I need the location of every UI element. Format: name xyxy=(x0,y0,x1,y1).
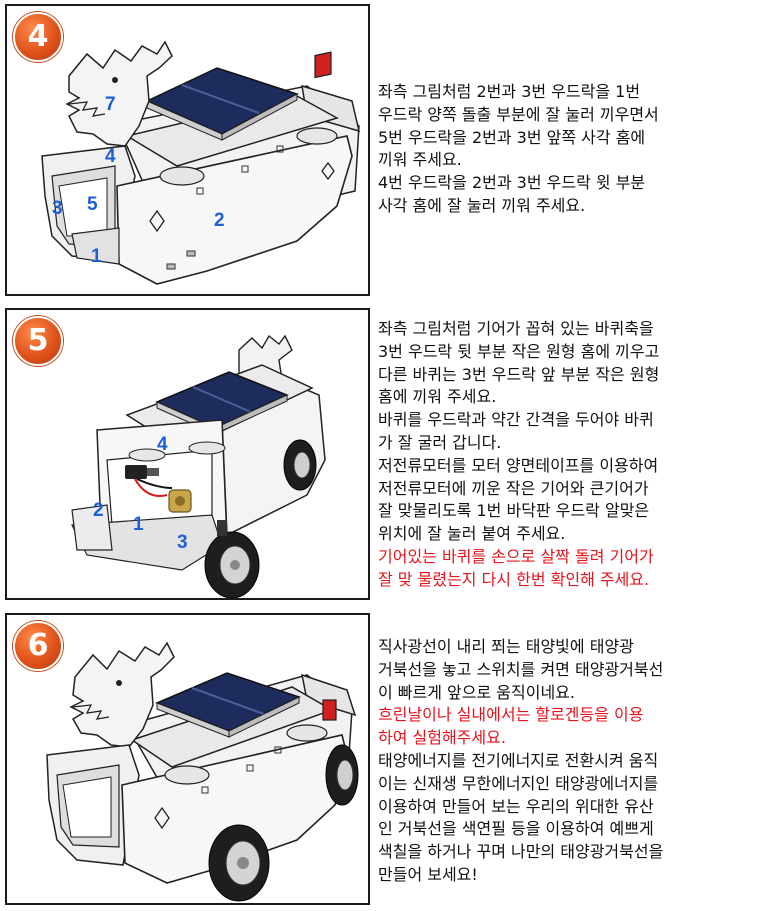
part-label-4: 4 xyxy=(105,146,116,167)
part-label-4: 4 xyxy=(157,434,168,455)
instruction-line: 사각 홈에 잘 눌러 끼워 주세요. xyxy=(378,195,586,215)
part-label-2: 2 xyxy=(214,210,225,231)
instruction-line: 색칠을 하거나 꾸며 나만의 태양광거북선을 xyxy=(378,842,664,862)
instruction-line: 위치에 잘 눌러 붙여 주세요. xyxy=(378,524,566,544)
instruction-line: 저전류모터에 끼운 작은 기어와 큰기어가 xyxy=(378,478,649,498)
warning-line: 기어있는 바퀴를 손으로 살짝 돌려 기어가 xyxy=(378,546,654,566)
step-number-badge: 4 xyxy=(13,12,63,62)
instruction-line: 좌측 그림처럼 기어가 꼽혀 있는 바퀴축을 xyxy=(378,319,654,338)
step-6-instructions: 직사광선이 내리 쬐는 태양빛에 태양광 거북선을 놓고 스위치를 켜면 태양광… xyxy=(378,636,756,887)
completed-turtle-ship-drawing xyxy=(46,641,359,902)
instruction-line: 만들어 보세요! xyxy=(378,864,478,884)
part-label-5: 5 xyxy=(87,194,98,215)
instruction-line: 5번 우드락을 2번과 3번 앞쪽 사각 홈에 xyxy=(378,127,646,147)
instruction-line: 이용하여 만들어 보는 우리의 위대한 유산 xyxy=(378,796,654,816)
instruction-line: 다른 바퀴는 3번 우드락 앞 부분 작은 원형 xyxy=(378,364,660,384)
part-label-1: 1 xyxy=(133,514,144,535)
turtle-ship-motor-wheel-drawing xyxy=(71,334,326,598)
turtle-ship-assembly-drawing xyxy=(41,40,361,285)
instruction-line: 홈에 끼워 주세요. xyxy=(378,387,497,407)
step-4-illustration-panel: 4 7 4 3 5 2 1 xyxy=(5,4,370,296)
instruction-line: 태양에너지를 전기에너지로 전환시켜 움직 xyxy=(378,750,659,770)
warning-line: 잘 맞 물렸는지 다시 한번 확인해 주세요. xyxy=(378,569,650,589)
instruction-line: 저전류모터를 모터 양면테이프를 이용하여 xyxy=(378,455,659,475)
instruction-line: 좌측 그림처럼 2번과 3번 우드락을 1번 xyxy=(378,82,641,101)
instruction-line: 이는 신재생 무한에너지인 태양광에너지를 xyxy=(378,773,659,793)
step-number-badge: 6 xyxy=(13,621,63,671)
instruction-line: 4번 우드락을 2번과 3번 우드락 윗 부분 xyxy=(378,173,646,193)
part-label-2: 2 xyxy=(93,500,104,521)
warning-line: 하여 실험해주세요. xyxy=(378,728,506,748)
step-6-illustration-panel: 6 xyxy=(5,613,370,905)
step-5-instructions: 좌측 그림처럼 기어가 꼽혀 있는 바퀴축을 3번 우드락 뒷 부분 작은 원형… xyxy=(378,318,756,592)
part-label-7: 7 xyxy=(105,94,116,115)
warning-line: 흐린날이나 실내에서는 할로겐등을 이용 xyxy=(378,705,644,725)
step-4-instructions: 좌측 그림처럼 2번과 3번 우드락을 1번 우드락 양쪽 돌출 부분에 잘 눌… xyxy=(378,81,756,218)
instruction-line: 3번 우드락 뒷 부분 작은 원형 홈에 끼우고 xyxy=(378,341,660,361)
instruction-line: 직사광선이 내리 쬐는 태양빛에 태양광 xyxy=(378,637,634,656)
part-label-3: 3 xyxy=(177,532,188,553)
instruction-line: 가 잘 굴러 갑니다. xyxy=(378,432,502,452)
step-5-illustration-panel: 5 4 2 1 3 xyxy=(5,308,370,600)
instruction-line: 바퀴를 우드락과 약간 간격을 두어야 바퀴 xyxy=(378,410,654,430)
instruction-line: 잘 맞물리도록 1번 바닥판 우드락 알맞은 xyxy=(378,501,650,521)
step-number-badge: 5 xyxy=(13,316,63,366)
part-label-1: 1 xyxy=(91,246,102,267)
instruction-line: 인 거북선을 색연필 등을 이용하여 예쁘게 xyxy=(378,819,654,839)
instruction-line: 끼워 주세요. xyxy=(378,150,462,170)
instruction-line: 이 빠르게 앞으로 움직이네요. xyxy=(378,682,575,702)
instruction-line: 거북선을 놓고 스위치를 켜면 태양광거북선 xyxy=(378,659,664,679)
instruction-line: 우드락 양쪽 돌출 부분에 잘 눌러 끼우면서 xyxy=(378,104,659,124)
part-label-3: 3 xyxy=(52,198,63,219)
